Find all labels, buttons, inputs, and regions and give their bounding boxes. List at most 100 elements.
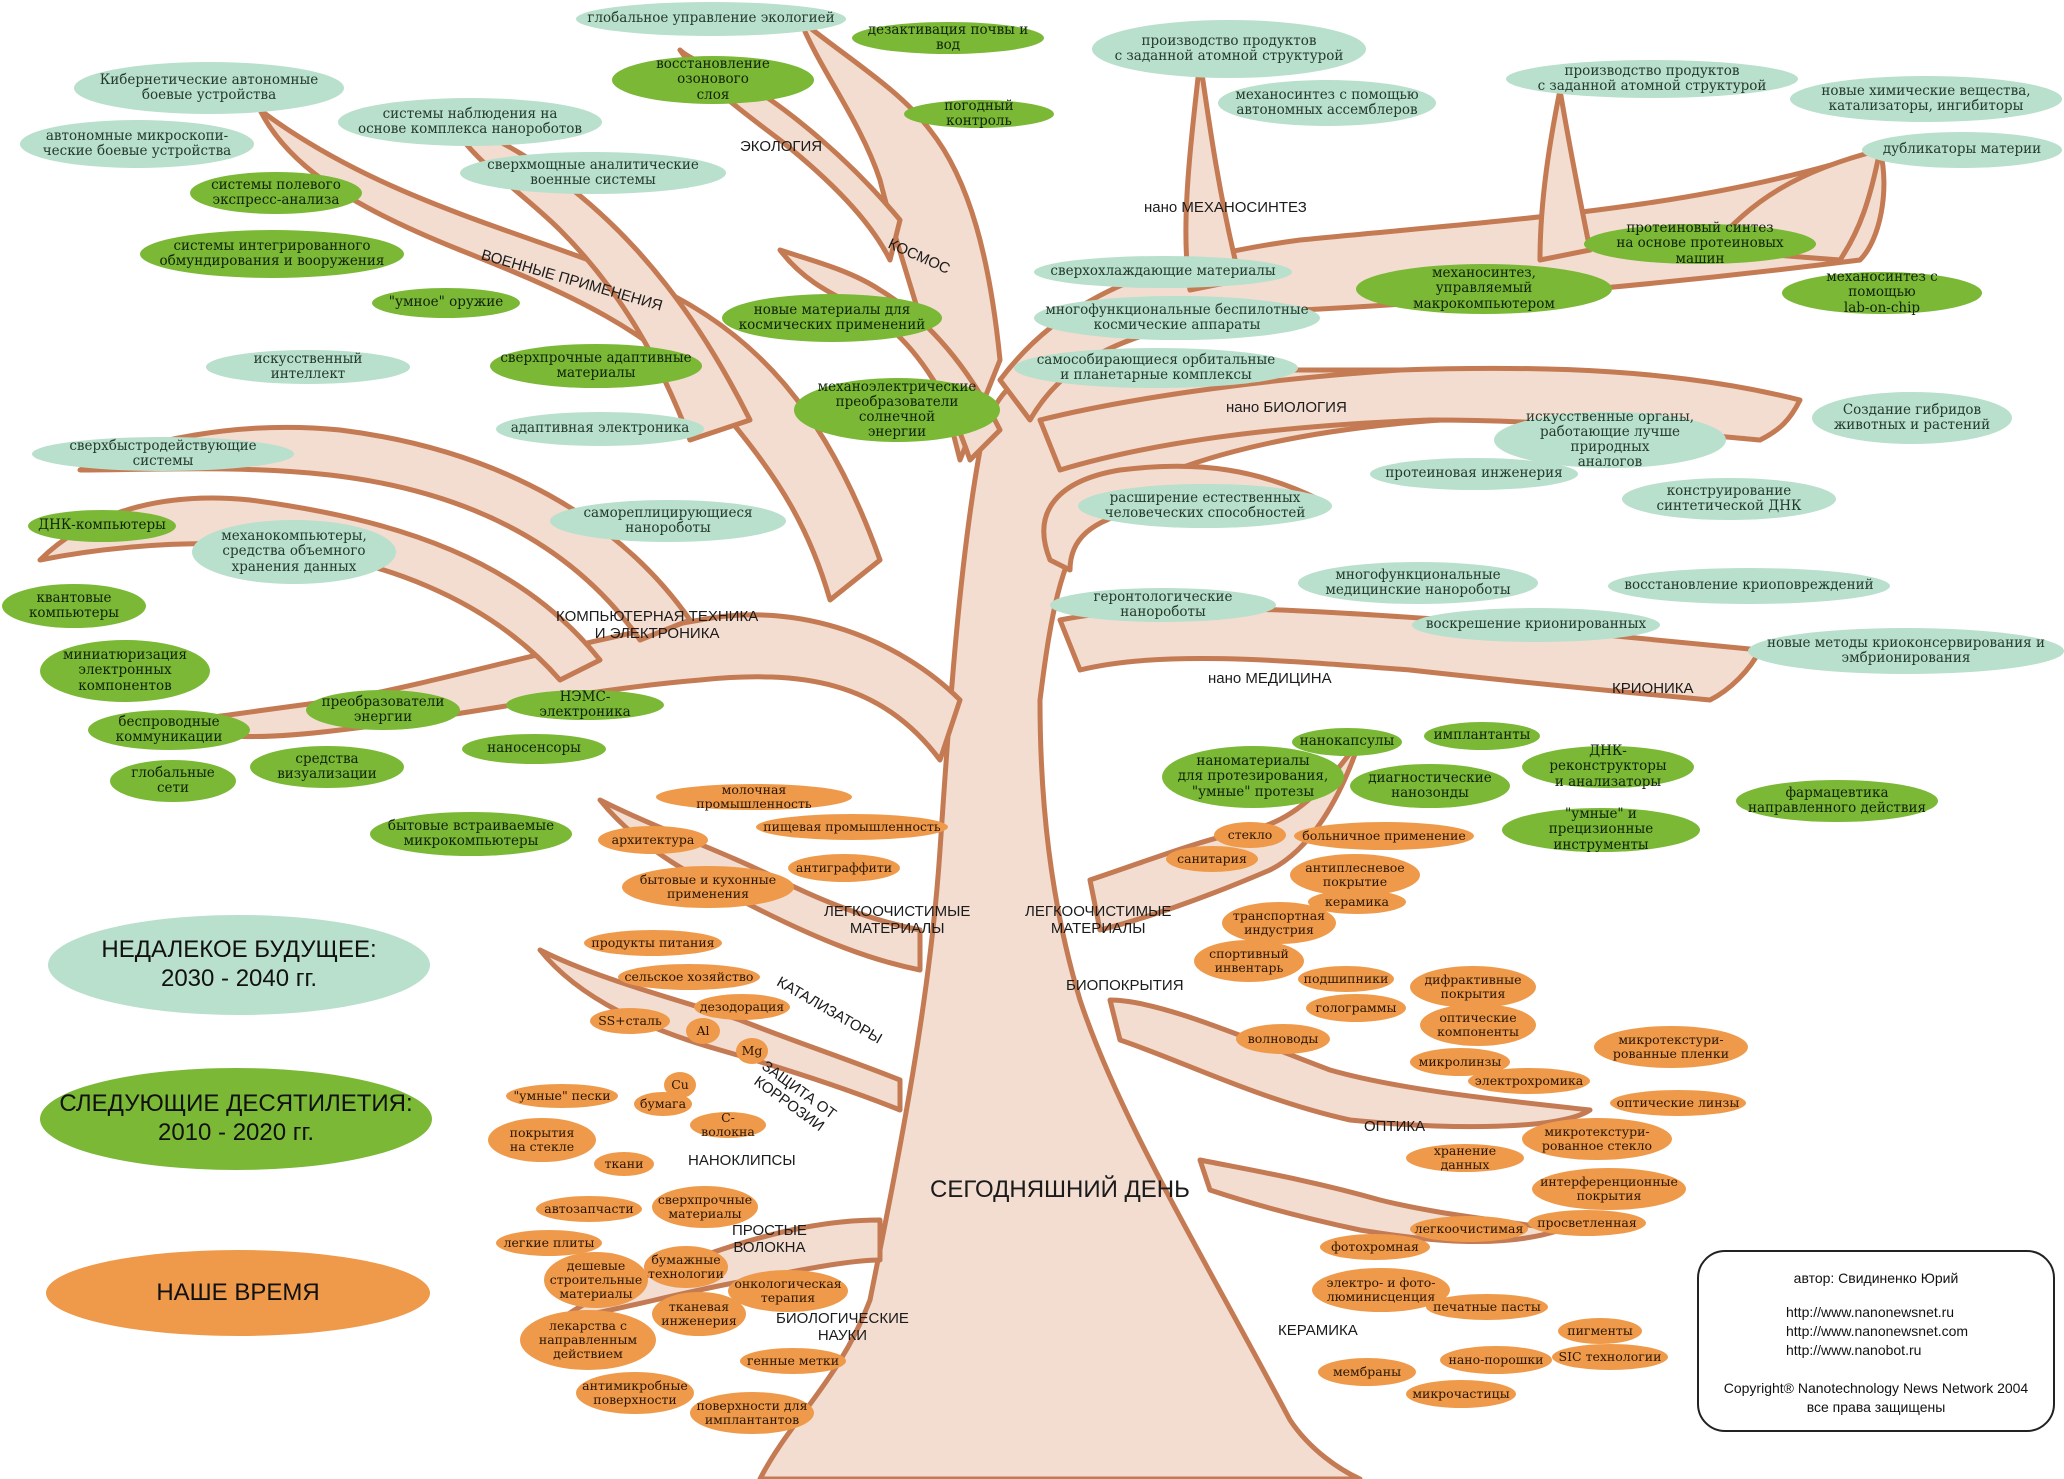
- branch-biology: [1037, 365, 1803, 473]
- leaf-near-future: системы наблюдения на основе комплекса н…: [338, 98, 602, 146]
- leaf-near-future: Создание гибридов животных и растений: [1812, 392, 2012, 444]
- leaf-next-decades: восстановление озонового слоя: [612, 56, 814, 104]
- leaf-near-future: восстановление криоповреждений: [1608, 568, 1890, 604]
- leaf-our-time: SS+сталь: [590, 1008, 670, 1034]
- leaf-next-decades: диагностические нанозонды: [1350, 764, 1510, 808]
- credit-box: автор: Свидиненко Юрий http://www.nanone…: [1697, 1250, 2055, 1432]
- leaf-near-future: воскрешение крионированных: [1412, 608, 1660, 642]
- leaf-our-time: легкоочистимая: [1410, 1216, 1528, 1242]
- leaf-our-time: Mg: [736, 1038, 768, 1064]
- leaf-our-time: бумага: [634, 1092, 692, 1116]
- branch-label-easyclean-right: ЛЕГКООЧИСТИМЫЕ МАТЕРИАЛЫ: [1025, 903, 1172, 938]
- leaf-our-time: генные метки: [740, 1348, 846, 1374]
- leaf-our-time: стекло: [1214, 822, 1286, 848]
- credit-author: автор: Свидиненко Юрий: [1793, 1270, 1959, 1286]
- leaf-next-decades: механоэлектрические преобразователи солн…: [794, 378, 1000, 442]
- leaf-our-time: молочная промышленность: [656, 783, 852, 811]
- leaf-our-time: оптические линзы: [1610, 1090, 1746, 1116]
- leaf-our-time: пигменты: [1558, 1318, 1642, 1344]
- leaf-our-time: поверхности для имплантантов: [690, 1392, 814, 1434]
- leaf-next-decades: сверхпрочные адаптивные материалы: [490, 344, 702, 388]
- leaf-our-time: голограммы: [1306, 994, 1406, 1022]
- leaf-our-time: бумажные технологии: [644, 1246, 728, 1288]
- branch-label-optics: ОПТИКА: [1364, 1118, 1426, 1135]
- leaf-next-decades: беспроводные коммуникации: [88, 710, 250, 750]
- branch-label-biology: нано БИОЛОГИЯ: [1226, 399, 1347, 416]
- leaf-our-time: электро- и фото- люминисценция: [1312, 1268, 1450, 1312]
- leaf-our-time: лекарства с направленным действием: [520, 1310, 656, 1370]
- leaf-near-future: дубликаторы материи: [1862, 132, 2062, 168]
- leaf-our-time: C-волокна: [690, 1111, 766, 1139]
- leaf-our-time: продукты питания: [584, 930, 722, 956]
- leaf-next-decades: глобальные сети: [110, 760, 236, 802]
- branch-label-medicine: нано МЕДИЦИНА: [1208, 670, 1332, 687]
- leaf-our-time: дезодорация: [694, 994, 790, 1020]
- leaf-our-time: сверхпрочные материалы: [652, 1186, 758, 1228]
- leaf-near-future: самореплицирующиеся нанороботы: [550, 500, 786, 542]
- leaf-our-time: легкие плиты: [496, 1230, 602, 1256]
- leaf-next-decades: нанокапсулы: [1292, 728, 1402, 756]
- leaf-our-time: нано-порошки: [1440, 1346, 1552, 1374]
- branch-label-computers: КОМПЬЮТЕРНАЯ ТЕХНИКА И ЭЛЕКТРОНИКА: [556, 608, 759, 643]
- credit-rights: все права защищены: [1806, 1399, 1946, 1415]
- leaf-next-decades: "умные" и прецизионные инструменты: [1502, 807, 1700, 852]
- credit-link-3[interactable]: http://www.nanobot.ru: [1786, 1342, 1922, 1358]
- leaf-near-future: искусственный интеллект: [206, 350, 410, 384]
- leaf-near-future: сверхмощные аналитические военные систем…: [460, 152, 726, 194]
- leaf-our-time: больничное применение: [1294, 822, 1474, 850]
- leaf-our-time: онкологическая терапия: [728, 1270, 848, 1312]
- leaf-our-time: автозапчасти: [536, 1196, 642, 1222]
- legend-near-future: НЕДАЛЕКОЕ БУДУЩЕЕ: 2030 - 2040 гг.: [48, 915, 430, 1015]
- leaf-our-time: мембраны: [1318, 1358, 1416, 1386]
- leaf-our-time: архитектура: [598, 826, 708, 854]
- legend-next-decades: СЛЕДУЮЩИЕ ДЕСЯТИЛЕТИЯ: 2010 - 2020 гг.: [40, 1068, 432, 1170]
- leaf-near-future: геронтологические нанороботы: [1050, 588, 1276, 622]
- leaf-our-time: волноводы: [1236, 1024, 1330, 1054]
- leaf-near-future: механосинтез с помощью автономных ассемб…: [1218, 80, 1436, 126]
- leaf-near-future: производство продуктов с заданной атомно…: [1092, 20, 1366, 78]
- leaf-our-time: микротекстури- рованные пленки: [1594, 1026, 1748, 1068]
- main-title: СЕГОДНЯШНИЙ ДЕНЬ: [930, 1176, 1190, 1203]
- leaf-next-decades: дезактивация почвы и вод: [852, 22, 1044, 54]
- leaf-near-future: Кибернетические автономные боевые устрой…: [74, 62, 344, 114]
- credit-link-2[interactable]: http://www.nanonewsnet.com: [1786, 1323, 1969, 1339]
- leaf-our-time: Al: [686, 1018, 720, 1044]
- leaf-near-future: механокомпьютеры, средства объемного хра…: [192, 520, 396, 584]
- leaf-our-time: интерференционные покрытия: [1532, 1168, 1686, 1210]
- branch-label-mechanosynthesis: нано МЕХАНОСИНТЕЗ: [1144, 199, 1307, 216]
- leaf-near-future: производство продуктов с заданной атомно…: [1506, 60, 1798, 98]
- leaf-our-time: электрохромика: [1468, 1068, 1590, 1094]
- leaf-near-future: протеиновая инженерия: [1370, 458, 1578, 490]
- leaf-near-future: самособирающиеся орбитальные и планетарн…: [1014, 348, 1298, 388]
- branch-label-nanoclips: НАНОКЛИПСЫ: [688, 1152, 796, 1169]
- leaf-our-time: печатные пасты: [1426, 1294, 1548, 1320]
- leaf-next-decades: ДНК-реконструкторы и анализаторы: [1522, 744, 1694, 789]
- leaf-our-time: дешевые строительные материалы: [544, 1252, 648, 1308]
- leaf-next-decades: наносенсоры: [462, 734, 606, 764]
- credit-link-1[interactable]: http://www.nanonewsnet.ru: [1786, 1304, 1955, 1320]
- leaf-next-decades: средства визуализации: [250, 746, 404, 788]
- leaf-near-future: адаптивная электроника: [496, 412, 704, 446]
- leaf-next-decades: протеиновый синтез на основе протеиновых…: [1584, 221, 1816, 266]
- leaf-our-time: хранение данных: [1406, 1144, 1524, 1172]
- leaf-next-decades: погодный контроль: [904, 98, 1054, 129]
- leaf-next-decades: миниатюризация электронных компонентов: [40, 640, 210, 702]
- leaf-near-future: новые химические вещества, катализаторы,…: [1790, 76, 2062, 122]
- leaf-our-time: оптические компоненты: [1420, 1004, 1536, 1046]
- leaf-next-decades: преобразователи энергии: [306, 690, 460, 730]
- legend-our-time: НАШЕ ВРЕМЯ: [46, 1250, 430, 1336]
- leaf-our-time: антиграффити: [788, 854, 900, 882]
- leaf-our-time: бытовые и кухонные применения: [622, 866, 794, 908]
- branch-label-fibers: ПРОСТЫЕ ВОЛОКНА: [732, 1222, 807, 1257]
- leaf-near-future: сверхохлаждающие материалы: [1034, 256, 1292, 288]
- branch-label-ecology: ЭКОЛОГИЯ: [740, 138, 823, 155]
- leaf-near-future: конструирование синтетической ДНК: [1622, 478, 1836, 520]
- leaf-next-decades: фармацевтика направленного действия: [1736, 780, 1938, 822]
- branch-label-bio-sciences: БИОЛОГИЧЕСКИЕ НАУКИ: [776, 1310, 909, 1345]
- branch-medicine: [1057, 605, 1763, 703]
- leaf-our-time: транспортная индустрия: [1222, 902, 1336, 944]
- leaf-our-time: тканевая инженерия: [652, 1292, 746, 1336]
- leaf-our-time: антимикробные поверхности: [576, 1372, 694, 1414]
- leaf-near-future: новые методы криоконсервирования и эмбри…: [1748, 628, 2064, 674]
